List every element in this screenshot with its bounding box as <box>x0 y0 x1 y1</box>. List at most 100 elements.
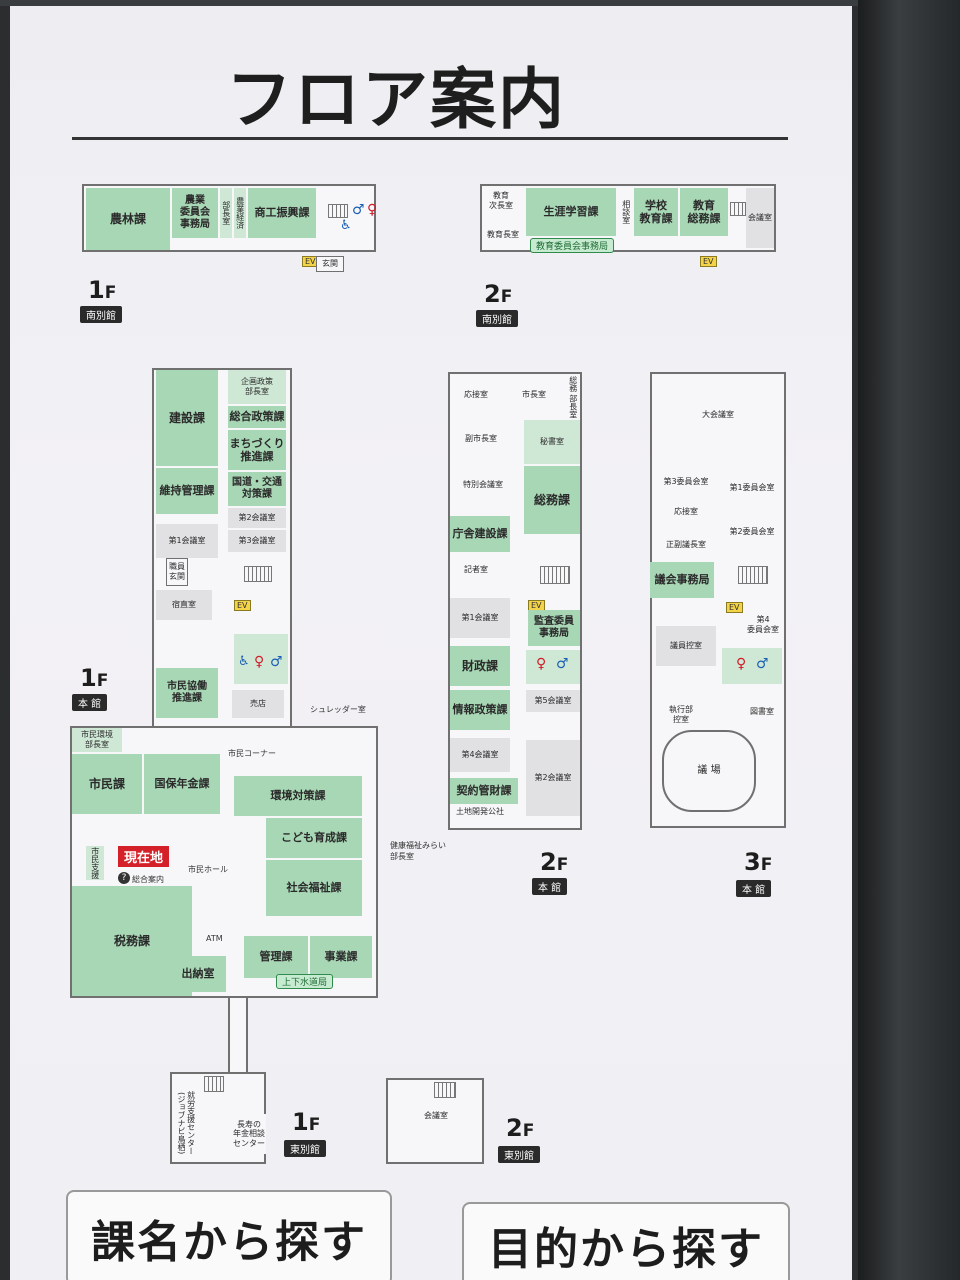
room-kaigi-1-2f[interactable]: 第1会議室 <box>450 598 510 638</box>
restroom-men-icon: ♂ <box>270 654 283 670</box>
elevator-icon: EV <box>700 256 717 267</box>
stairs-icon <box>204 1076 224 1092</box>
room-nenkin-sodan[interactable]: 長寿の 年金相談 センター <box>232 1114 266 1154</box>
map-south-annex-1f[interactable]: 農林課 農業 委員会 事務局 部長室 農業経済 商工振興課 ♿ ♂ ♀ <box>82 184 377 252</box>
room-kisha[interactable]: 記者室 <box>454 558 498 582</box>
room-nogyo-keizai[interactable]: 農業経済 <box>234 188 246 238</box>
room-kokuho-nenkin[interactable]: 国保年金課 <box>144 754 220 814</box>
room-gikai-jimukyoku[interactable]: 議会事務局 <box>650 562 714 598</box>
room-shakai-fukushi[interactable]: 社会福祉課 <box>266 860 362 916</box>
label-shimin-corner: 市民コーナー <box>228 749 276 758</box>
room-tokubetsu-kaigi[interactable]: 特別会議室 <box>454 468 512 502</box>
floor-label-main-3f: 3F <box>744 848 773 876</box>
room-kyoiku-somu[interactable]: 教育 総務課 <box>680 188 728 236</box>
room-kanri[interactable]: 管理課 <box>244 936 308 978</box>
restroom-men-icon: ♂ <box>756 656 769 672</box>
room-shimin-kankyo-bucho[interactable]: 市民環境 部長室 <box>72 728 122 752</box>
room-kokudo-kotsu[interactable]: 国道・交通 対策課 <box>228 472 286 506</box>
search-by-purpose-button[interactable]: 目的から探す <box>462 1202 790 1280</box>
room-somu[interactable]: 総務課 <box>524 466 580 534</box>
room-hisho[interactable]: 秘書室 <box>524 420 580 464</box>
elevator-icon: EV <box>234 600 251 611</box>
room-iin-4[interactable]: 第4 委員会室 <box>746 612 780 638</box>
room-iin-2[interactable]: 第2委員会室 <box>724 522 780 542</box>
room-iin-3[interactable]: 第3委員会室 <box>656 472 716 492</box>
room-iji-kanri[interactable]: 維持管理課 <box>156 468 218 514</box>
room-iin-1[interactable]: 第1委員会室 <box>724 478 780 498</box>
room-osetsu-2f[interactable]: 応接室 <box>454 382 498 408</box>
map-east-annex-2f[interactable]: 会議室 <box>386 1078 484 1164</box>
room-kodomo-ikusei[interactable]: こども育成課 <box>266 818 362 858</box>
room-kankyo-taisaku[interactable]: 環境対策課 <box>234 776 362 816</box>
room-suito[interactable]: 出納室 <box>170 956 226 992</box>
room-kaigi[interactable]: 会議室 <box>746 188 774 248</box>
room-shimin-kyodo[interactable]: 市民協働 推進課 <box>156 668 218 718</box>
room-gijo[interactable]: 議 場 <box>662 730 756 812</box>
room-shuro-shien[interactable]: 就労支援センター (ジョブナビ鳥栖) <box>174 1090 198 1156</box>
room-shoko[interactable]: 商工振興課 <box>248 188 316 238</box>
building-tag-south-2f: 南別館 <box>476 310 518 327</box>
room-genkan[interactable]: 玄関 <box>316 256 344 272</box>
restroom-area-3f[interactable] <box>722 648 782 684</box>
label-kenko-fukushi-bucho: 健康福祉みらい 部長室 <box>390 841 446 861</box>
room-sodan[interactable]: 相談室 <box>620 190 632 234</box>
room-shokuin-genkan[interactable]: 職員 玄関 <box>166 558 188 586</box>
room-shimin-shien[interactable]: 市民支援 <box>86 846 104 880</box>
room-gakko-kyoiku[interactable]: 学校 教育課 <box>634 188 678 236</box>
room-kaigi-2[interactable]: 第2会議室 <box>228 508 286 528</box>
room-osetsu-3f[interactable]: 応接室 <box>656 502 716 522</box>
room-kansa-iin[interactable]: 監査委員 事務局 <box>528 610 580 646</box>
info-icon: ? <box>118 872 130 884</box>
stairs-icon <box>434 1082 456 1098</box>
room-chosha-kensetsu[interactable]: 庁舎建設課 <box>450 516 510 552</box>
room-kaigi-1[interactable]: 第1会議室 <box>156 524 218 558</box>
room-toshoshitsu[interactable]: 図書室 <box>742 702 782 722</box>
room-fukugicho[interactable]: 正副議長室 <box>656 534 716 556</box>
room-keiyaku-kanzai[interactable]: 契約管財課 <box>450 778 518 804</box>
room-zaisei[interactable]: 財政課 <box>450 646 510 686</box>
room-kaigi-2-2f[interactable]: 第2会議室 <box>526 740 580 816</box>
restroom-men-icon: ♂ <box>352 202 365 218</box>
floor-label-south-1f: 1F <box>88 276 117 304</box>
room-baiten[interactable]: 売店 <box>232 690 284 718</box>
room-jigyo[interactable]: 事業課 <box>310 936 372 978</box>
badge-kyoiku-iinkai: 教育委員会事務局 <box>530 238 615 253</box>
building-tag-main-1f: 本 館 <box>72 694 108 711</box>
floor-label-south-2f: 2F <box>484 280 513 308</box>
room-somu-bucho[interactable]: 総務 部長室 <box>566 374 580 420</box>
room-kaigi-east-2f[interactable]: 会議室 <box>408 1106 464 1126</box>
room-joho-seisaku[interactable]: 情報政策課 <box>450 690 510 730</box>
room-kaigi-5[interactable]: 第5会議室 <box>526 690 580 712</box>
room-bucho[interactable]: 部長室 <box>220 188 232 238</box>
stairs-icon <box>730 202 746 216</box>
room-kaigi-3[interactable]: 第3会議室 <box>228 530 286 552</box>
restroom-area-2f[interactable] <box>526 650 580 684</box>
room-kaigi-4[interactable]: 第4会議室 <box>450 738 510 772</box>
room-sogo-seisaku[interactable]: 総合政策課 <box>228 406 286 428</box>
room-shogai-gakushu[interactable]: 生涯学習課 <box>526 188 616 236</box>
room-nogyo-iinkai[interactable]: 農業 委員会 事務局 <box>172 188 218 238</box>
restroom-women-icon: ♀ <box>736 656 747 672</box>
room-kyoikucho[interactable]: 教育長室 <box>486 228 520 242</box>
room-kyoiku-jicho[interactable]: 教育 次長室 <box>486 188 516 214</box>
room-norin[interactable]: 農林課 <box>86 188 170 250</box>
map-east-annex-1f[interactable]: 就労支援センター (ジョブナビ鳥栖) 長寿の 年金相談 センター <box>170 1072 266 1164</box>
room-fukushicho[interactable]: 副市長室 <box>454 422 508 456</box>
room-giin-hikae[interactable]: 議員控室 <box>656 626 716 666</box>
map-south-annex-2f[interactable]: 教育 次長室 教育長室 生涯学習課 相談室 学校 教育課 教育 総務課 会議室 … <box>480 184 776 253</box>
floor-label-main-1f: 1F <box>80 664 109 692</box>
room-shimin[interactable]: 市民課 <box>72 754 142 814</box>
title-divider <box>72 137 788 140</box>
search-by-section-button[interactable]: 課名から探す <box>66 1190 392 1280</box>
room-machizukuri[interactable]: まちづくり 推進課 <box>228 430 286 470</box>
room-shikkobu-hikae[interactable]: 執行部 控室 <box>656 702 706 728</box>
building-tag-main-2f: 本 館 <box>532 878 568 895</box>
room-kensetsu[interactable]: 建設課 <box>156 370 218 466</box>
restroom-area[interactable] <box>234 634 288 684</box>
room-kikaku-bucho[interactable]: 企画政策 部長室 <box>228 370 286 404</box>
room-shicho[interactable]: 市長室 <box>512 382 556 408</box>
room-dai-kaigi[interactable]: 大会議室 <box>656 402 780 428</box>
room-shukuchoku[interactable]: 宿直室 <box>156 590 212 620</box>
building-tag-east-2f: 東別館 <box>498 1146 540 1163</box>
restroom-men-icon: ♂ <box>556 656 569 672</box>
